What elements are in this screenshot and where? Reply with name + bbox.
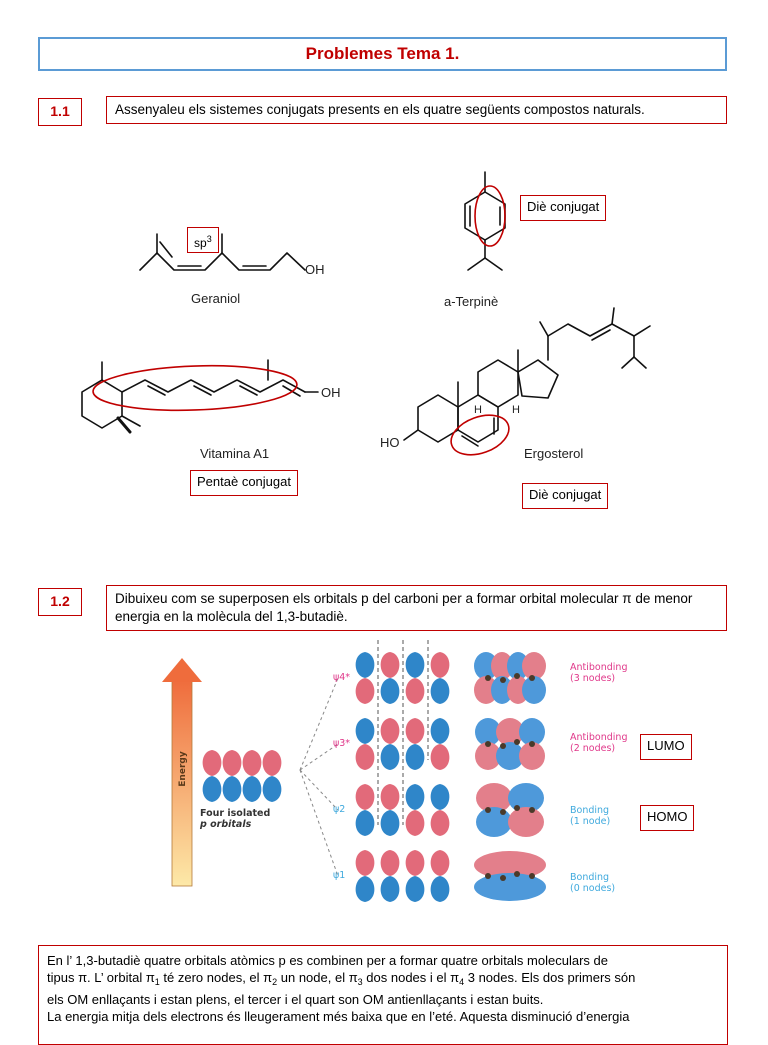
psi3-symbol: ψ3*	[333, 738, 351, 749]
page-title: Problemes Tema 1.	[38, 37, 727, 71]
ergosterol-ho: HO	[380, 435, 400, 450]
problem-number-1-2: 1.2	[38, 588, 82, 616]
psi1-orbitals	[355, 850, 450, 902]
ergosterol-h2: H	[512, 404, 520, 416]
carbon-atoms	[485, 673, 535, 881]
level-3-label: Antibonding(2 nodes)	[570, 732, 628, 754]
terpinene-tag: Diè conjugat	[520, 195, 607, 221]
lumo-tag: LUMO	[640, 734, 692, 760]
ergosterol-h1: H	[474, 404, 482, 416]
question-1-1: Assenyaleu els sistemes conjugats presen…	[106, 96, 727, 124]
ergosterol-structure	[403, 307, 651, 447]
question-1-2: Dibuixeu com se superposen els orbitals …	[106, 585, 727, 631]
vitamin-tag: Pentaè conjugat	[190, 470, 298, 496]
explanation-line-1: En l’ 1,3-butadiè quatre orbitals atòmic…	[47, 953, 608, 968]
ergosterol-tag: Diè conjugat	[522, 483, 609, 509]
geraniol-structure	[139, 233, 306, 271]
vitamin-oh: OH	[321, 385, 341, 400]
isolated-p-orbitals	[202, 750, 282, 802]
terpinene-name: a-Terpinè	[444, 294, 499, 309]
ergosterol-highlight	[450, 414, 510, 456]
problem-number-1-1: 1.1	[38, 98, 82, 126]
geraniol-oh: OH	[305, 262, 325, 277]
explanation-paragraph: En l’ 1,3-butadiè quatre orbitals atòmic…	[38, 945, 728, 1045]
level-2-label: Bonding(1 node)	[570, 805, 611, 827]
ergosterol-name: Ergosterol	[524, 446, 584, 461]
homo-tag: HOMO	[640, 805, 695, 831]
energy-arrow	[162, 658, 202, 887]
geraniol-name: Geraniol	[191, 291, 241, 306]
psi4-symbol: ψ4*	[333, 672, 351, 683]
level-4-label: Antibonding(3 nodes)	[570, 662, 628, 684]
energy-label: Energy	[178, 751, 188, 787]
level-1-label: Bonding(0 nodes)	[570, 872, 616, 894]
vitamin-name: Vitamina A1	[200, 446, 270, 461]
terpinene-structure	[464, 171, 506, 271]
mo-diagram	[162, 640, 546, 902]
mo-clouds	[474, 652, 546, 901]
vitamin-highlight	[92, 364, 298, 412]
psi1-symbol: ψ1	[333, 870, 346, 881]
psi2-symbol: ψ2	[333, 804, 346, 815]
chemical-structures	[81, 171, 651, 456]
explanation-line-3: els OM enllaçants i estan plens, el terc…	[47, 992, 544, 1007]
explanation-line-4: La energia mitja dels electrons és lleug…	[47, 1009, 630, 1024]
terpinene-highlight	[474, 185, 506, 247]
explanation-line-2: tipus π. L’ orbital π1 té zero nodes, el…	[47, 970, 636, 987]
geraniol-tag: sp3	[187, 227, 219, 253]
